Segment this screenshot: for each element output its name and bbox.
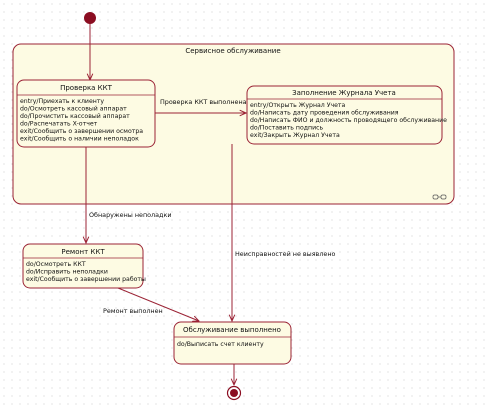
state-activity: exit/Сообщить о завершении осмотра xyxy=(20,127,143,135)
state-title: Проверка ККТ xyxy=(60,84,113,92)
state-activity: entry/Открыть Журнал Учета xyxy=(250,102,346,109)
state-activity: exit/Закрыть Журнал Учета xyxy=(250,132,340,139)
composite-icon xyxy=(432,194,447,200)
state-activity: do/Осмотреть ККТ xyxy=(26,261,86,268)
state-activity: do/Выписать счет клиенту xyxy=(177,341,264,348)
transition-label: Проверка ККТ выполнена xyxy=(160,98,247,106)
state-activity: exit/Сообщить о завершении работы xyxy=(26,275,146,283)
state-activity: do/Написать ФИО и должность проводящего … xyxy=(250,116,447,124)
state-activity: exit/Сообщить о наличии неполадок xyxy=(20,135,139,143)
composite-state-title: Сервисное обслуживание xyxy=(185,47,280,55)
state-obsluzhivanie-vypolneno[interactable]: Обслуживание выполнено do/Выписать счет … xyxy=(173,321,292,365)
transition-remont-to-obsluzh[interactable] xyxy=(117,287,199,321)
state-title: Заполнение Журнала Учета xyxy=(292,89,396,97)
transition-label: Ремонт выполнен xyxy=(103,307,163,315)
state-activity: do/Написать дату проведения обслуживания xyxy=(250,109,399,117)
state-proverka-kkt[interactable]: Проверка ККТ entry/Приехать к клиенту do… xyxy=(16,79,156,148)
state-activity: do/Прочистить кассовый аппарат xyxy=(20,112,130,120)
state-activity: entry/Приехать к клиенту xyxy=(20,98,104,105)
state-activity: do/Поставить подпись xyxy=(250,125,323,132)
transition-label: Обнаружены неполадки xyxy=(89,211,171,219)
state-remont-kkt[interactable]: Ремонт ККТ do/Осмотреть ККТ do/Исправить… xyxy=(22,243,146,289)
state-activity: do/Исправить неполадки xyxy=(26,269,108,276)
initial-state[interactable] xyxy=(84,12,96,24)
state-title: Ремонт ККТ xyxy=(61,248,105,256)
final-state[interactable] xyxy=(226,385,242,401)
transition-label: Неисправностей не выявлено xyxy=(235,250,336,258)
state-zapolnenie-zhurnala[interactable]: Заполнение Журнала Учета entry/Открыть Ж… xyxy=(246,85,447,145)
state-activity: do/Осмотреть кассовый аппарат xyxy=(20,105,127,113)
state-title: Обслуживание выполнено xyxy=(183,326,281,334)
state-activity: do/Распечатать X-отчет xyxy=(20,121,98,128)
